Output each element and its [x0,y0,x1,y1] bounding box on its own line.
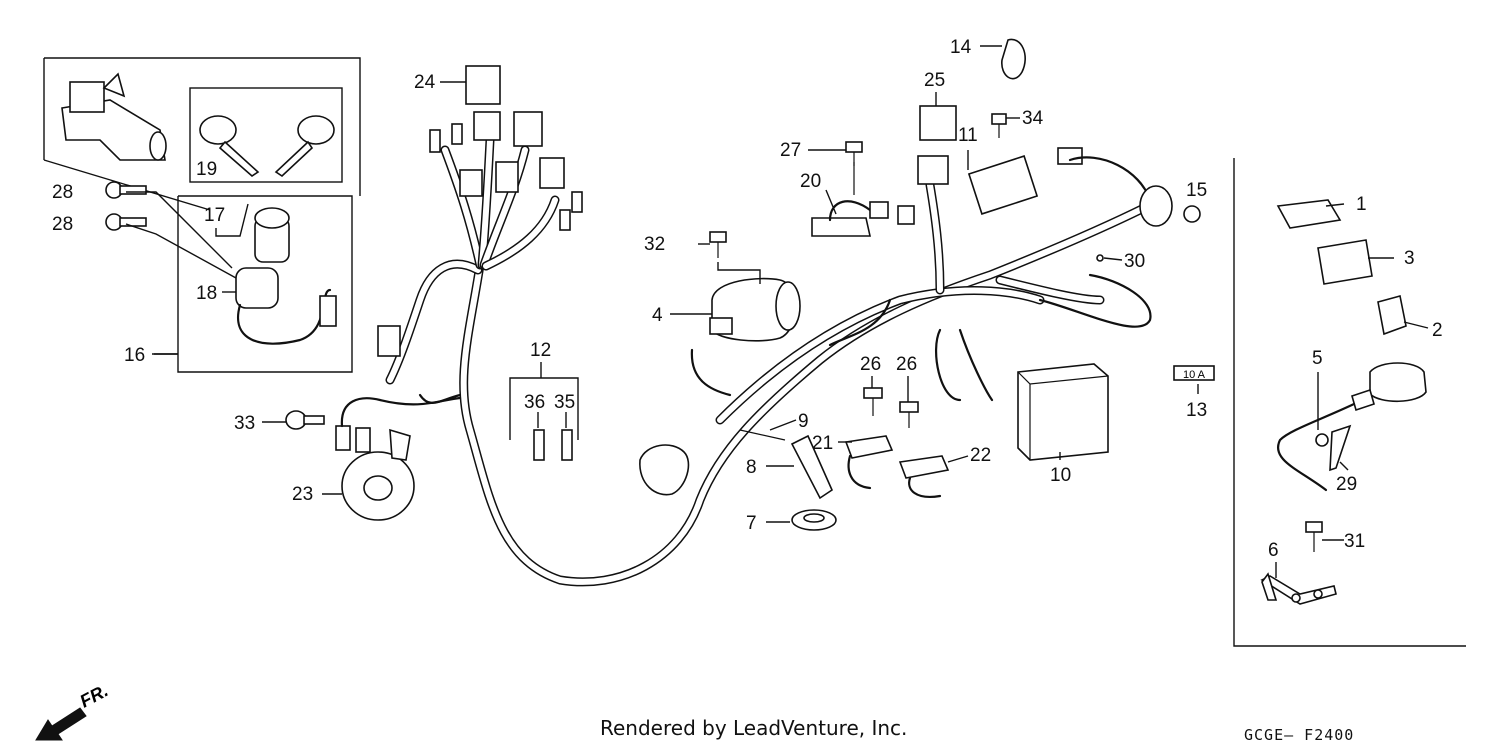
callout-21: 21 [812,433,833,454]
callout-31: 31 [1344,531,1365,552]
callout-22: 22 [970,445,991,466]
main-wire-harness [385,135,1155,587]
callout-29: 29 [1336,474,1357,495]
handlebar-switch-drawing [61,72,167,161]
callout-27: 27 [780,140,801,161]
leader-lines [125,45,1429,578]
diagram-code: GCGE— F2400 [1244,726,1355,744]
callout-35: 35 [554,392,575,413]
connectors-top-drawing [377,65,583,357]
fuse-holders-drawing [844,328,994,498]
callout-33: 33 [234,413,255,434]
fuse-tag: 10 A [1173,365,1215,381]
fuse-tag-label: 10 A [1183,369,1206,381]
callout-20: 20 [800,171,821,192]
callout-23: 23 [292,484,313,505]
fuses-drawing [509,362,579,461]
callout-24: 24 [414,72,436,93]
callout-4: 4 [652,305,663,326]
callout-34: 34 [1022,108,1044,129]
starter-relay-drawing [1183,199,1407,336]
callout-18: 18 [196,283,217,304]
front-direction-label: FR. [76,684,111,712]
callout-8: 8 [746,457,757,478]
callout-32: 32 [644,234,665,255]
clip-14-drawing [1001,38,1026,80]
callout-17: 17 [204,205,225,226]
callout-11: 11 [958,125,978,146]
ignition-switch-frame [43,57,361,373]
keys-drawing [199,115,335,178]
screw-33-drawing [285,410,325,430]
sensor-5-drawing [1277,362,1427,492]
callout-30: 30 [1124,251,1145,272]
plug-cap-drawing [639,429,834,500]
battery-drawing [1017,363,1109,461]
bolts-drawing [709,113,1323,552]
callout-19: 19 [196,159,217,180]
callout-5: 5 [1312,348,1323,369]
callout-12: 12 [530,340,551,361]
ignition-coil-drawing [690,277,801,397]
callout-26b: 26 [896,354,917,375]
callout-9: 9 [798,411,809,432]
front-direction-arrow-icon: FR. [35,684,111,741]
horn-drawing [335,396,462,521]
right-side-frame [1233,158,1466,647]
callout-15: 15 [1186,180,1207,201]
callout-13: 13 [1186,400,1207,421]
callout-7: 7 [746,513,757,534]
callout-28b: 28 [52,214,73,235]
callout-2: 2 [1432,320,1443,341]
callout-16: 16 [124,345,145,366]
callout-14: 14 [950,37,972,58]
callout-36: 36 [524,392,545,413]
callout-26a: 26 [860,354,881,375]
callout-3: 3 [1404,248,1415,269]
callout-labels: 1 2 3 4 5 6 7 8 9 10 11 12 13 14 15 16 1… [52,37,1443,561]
callout-10: 10 [1050,465,1071,486]
ignition-key-cylinder-drawing [235,207,337,345]
render-credit: Rendered by LeadVenture, Inc. [600,716,908,740]
bracket-6-drawing [1260,572,1337,605]
callout-28a: 28 [52,182,73,203]
screws-28-drawing [105,181,147,231]
callout-6: 6 [1268,540,1279,561]
callout-1: 1 [1356,194,1367,215]
regulator-20-drawing [811,162,915,237]
relay-drawings [917,105,1173,227]
grommet-drawing [791,509,837,531]
callout-25: 25 [924,70,945,91]
